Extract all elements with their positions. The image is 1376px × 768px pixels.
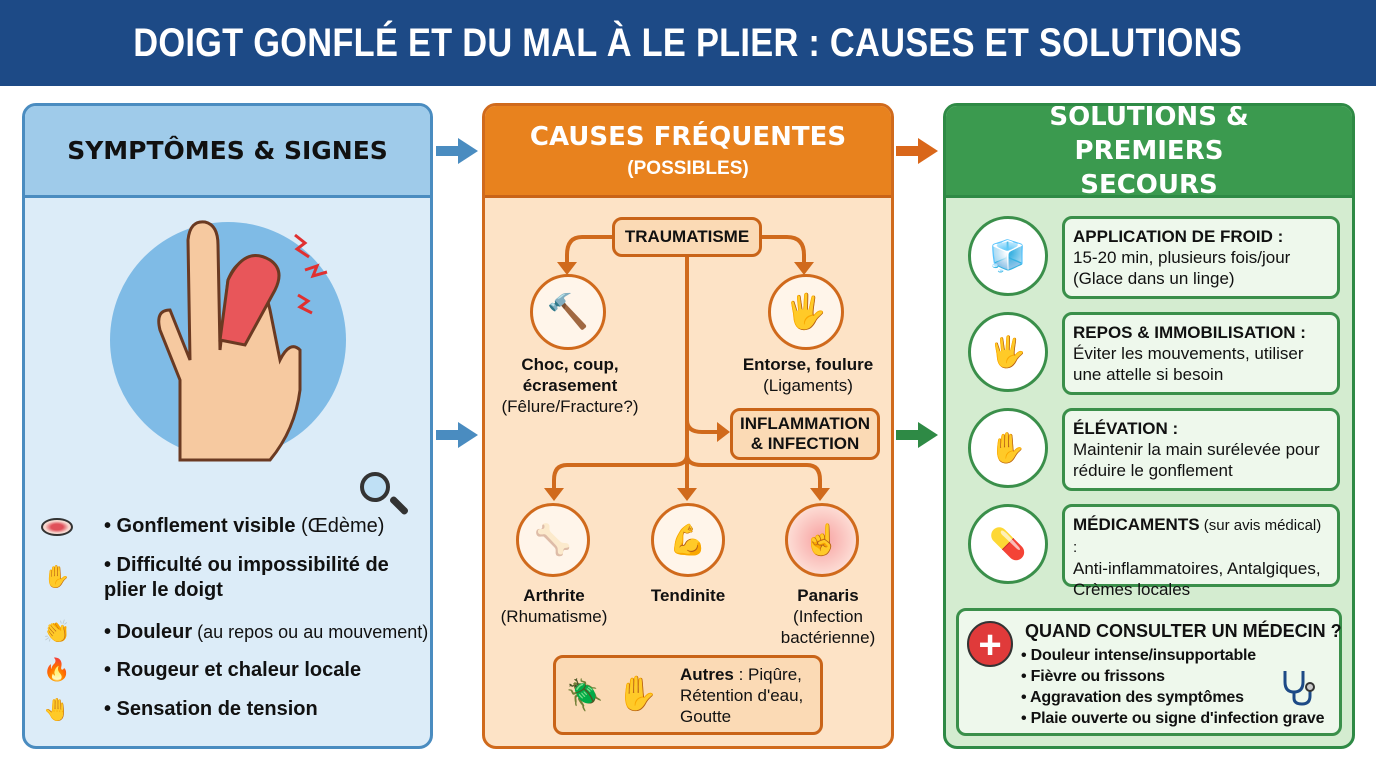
- infected-finger-icon: ☝: [785, 503, 859, 577]
- symptom-item: • Sensation de tension: [104, 697, 318, 722]
- symptom-bold: • Sensation de tension: [104, 698, 318, 720]
- solution-text: 15-20 min, plusieurs fois/jour (Glace da…: [1073, 248, 1291, 288]
- magnifier-icon: [360, 472, 390, 502]
- cause-note: (Ligaments): [763, 376, 853, 395]
- solution-title: MÉDICAMENTS: [1073, 515, 1200, 534]
- cause-title: Arthrite: [523, 586, 585, 605]
- solution-title: REPOS & IMMOBILISATION :: [1073, 323, 1306, 342]
- cause-note: (Fêlure/Fracture?): [501, 397, 639, 416]
- inflammation-box: INFLAMMATION & INFECTION: [730, 408, 880, 460]
- autres-box: 🪲 ✋ Autres : Piqûre, Rétention d'eau, Go…: [553, 655, 823, 735]
- cause-panaris: Panaris (Infection bactérienne): [778, 585, 878, 648]
- cause-tendinite: Tendinite: [651, 585, 725, 606]
- causes-connectors: [544, 235, 830, 501]
- solution-text: Anti-inflammatoires, Antalgiques, Crèmes…: [1073, 559, 1321, 599]
- doctor-item: • Fièvre ou frissons: [1021, 668, 1165, 685]
- symptom-bold: • Difficulté ou impossibilité de plier l…: [104, 554, 389, 601]
- cause-note: (Rhumatisme): [500, 607, 608, 626]
- causes-subheading: (POSSIBLES): [627, 157, 749, 179]
- symptom-item: • Rougeur et chaleur locale: [104, 658, 361, 683]
- solution-card: APPLICATION DE FROID : 15-20 min, plusieu…: [1062, 216, 1340, 299]
- symptom-note: (au repos ou au mouvement): [192, 622, 429, 642]
- solution-text: Maintenir la main surélevée pour réduire…: [1073, 440, 1320, 480]
- symptom-bold: • Gonflement visible: [104, 515, 296, 537]
- tendon-icon: 💪: [651, 503, 725, 577]
- solution-text: Éviter les mouvements, utiliser une atte…: [1073, 344, 1304, 384]
- doctor-item: • Douleur intense/insupportable: [1021, 647, 1256, 664]
- splint-icon: 🖐: [968, 312, 1048, 392]
- ice-pack-icon: 🧊: [968, 216, 1048, 296]
- swollen-eye-icon: [40, 513, 74, 541]
- medication-icon: 💊: [968, 504, 1048, 584]
- cause-choc: Choc, coup, écrasement (Fêlure/Fracture?): [502, 354, 639, 417]
- page-title: DOIGT GONFLÉ ET DU MAL À LE PLIER : CAUS…: [133, 21, 1243, 65]
- hammer-icon: 🔨: [530, 274, 606, 350]
- arrow-shaft: [436, 146, 460, 156]
- causes-heading: CAUSES FRÉQUENTES: [529, 121, 847, 152]
- cause-note: (Infection bactérienne): [780, 607, 876, 647]
- arrow-shaft: [896, 146, 920, 156]
- solution-card: MÉDICAMENTS (sur avis médical) :Anti-inf…: [1062, 504, 1340, 599]
- doctor-list: • Douleur intense/insupportable • Fièvre…: [1021, 645, 1325, 729]
- doctor-item: • Aggravation des symptômes: [1021, 689, 1244, 706]
- traumatisme-box: TRAUMATISME: [612, 217, 762, 257]
- cause-title: Choc, coup, écrasement: [521, 355, 619, 395]
- arrow-right-icon: [918, 138, 938, 164]
- autres-list: : Piqûre, Rétention d'eau, Goutte: [680, 665, 804, 726]
- hand-icon: ✋: [616, 675, 659, 713]
- solution-title: APPLICATION DE FROID :: [1073, 227, 1284, 246]
- cause-title: Panaris: [797, 586, 859, 605]
- bug-icon: 🪲: [566, 679, 604, 712]
- joint-icon: 🦴: [516, 503, 590, 577]
- doctor-title: QUAND CONSULTER UN MÉDECIN ?: [1025, 621, 1342, 641]
- symptom-item: • Douleur (au repos ou au mouvement): [104, 620, 428, 645]
- symptom-item: • Difficulté ou impossibilité de plier l…: [104, 553, 404, 603]
- elevated-hand-icon: ✋: [968, 408, 1048, 488]
- symptoms-heading: SYMPTÔMES & SIGNES: [25, 106, 430, 198]
- arrow-right-icon: [918, 422, 938, 448]
- symptom-bold: • Rougeur et chaleur locale: [104, 659, 362, 681]
- symptom-bold: • Douleur: [104, 621, 193, 643]
- cause-title: Entorse, foulure: [742, 355, 874, 374]
- title-bar: DOIGT GONFLÉ ET DU MAL À LE PLIER : CAUS…: [0, 0, 1376, 86]
- solution-card: ÉLÉVATION : Maintenir la main surélevée p…: [1062, 408, 1340, 491]
- hand-icon: ✋: [43, 564, 71, 589]
- swollen-hand-icon: [157, 220, 328, 462]
- arrow-shaft: [896, 430, 920, 440]
- cause-arthrite: Arthrite (Rhumatisme): [501, 585, 608, 627]
- arrow-right-icon: [458, 422, 478, 448]
- solution-card: REPOS & IMMOBILISATION : Éviter les mouve…: [1062, 312, 1340, 395]
- tension-hand-icon: 🤚: [43, 697, 71, 722]
- symptom-note: (Œdème): [295, 515, 385, 537]
- doctor-item: • Plaie ouverte ou signe d'infection gra…: [1021, 710, 1325, 727]
- sprained-hand-icon: 🖐: [768, 274, 844, 350]
- solution-note: (sur avis médical) :: [1073, 517, 1322, 556]
- stethoscope-icon: [1283, 671, 1315, 706]
- cause-entorse: Entorse, foulure (Ligaments): [743, 354, 873, 396]
- cause-title: Tendinite: [650, 586, 726, 605]
- solutions-heading: SOLUTIONS & PREMIERS SECOURS: [946, 106, 1352, 200]
- pain-hand-icon: 👏: [43, 619, 71, 644]
- arrow-right-icon: [458, 138, 478, 164]
- autres-label: Autres: [680, 665, 734, 684]
- medical-cross-icon: +: [967, 621, 1013, 667]
- flame-icon: 🔥: [43, 657, 71, 682]
- doctor-box: + QUAND CONSULTER UN MÉDECIN ? • Douleur…: [956, 608, 1342, 736]
- autres-text: Autres : Piqûre, Rétention d'eau, Goutte: [680, 664, 820, 727]
- symptom-item: • Gonflement visible (Œdème): [104, 514, 384, 539]
- solution-title: ÉLÉVATION :: [1073, 419, 1179, 438]
- arrow-shaft: [436, 430, 460, 440]
- symptoms-panel: SYMPTÔMES & SIGNES: [22, 103, 433, 749]
